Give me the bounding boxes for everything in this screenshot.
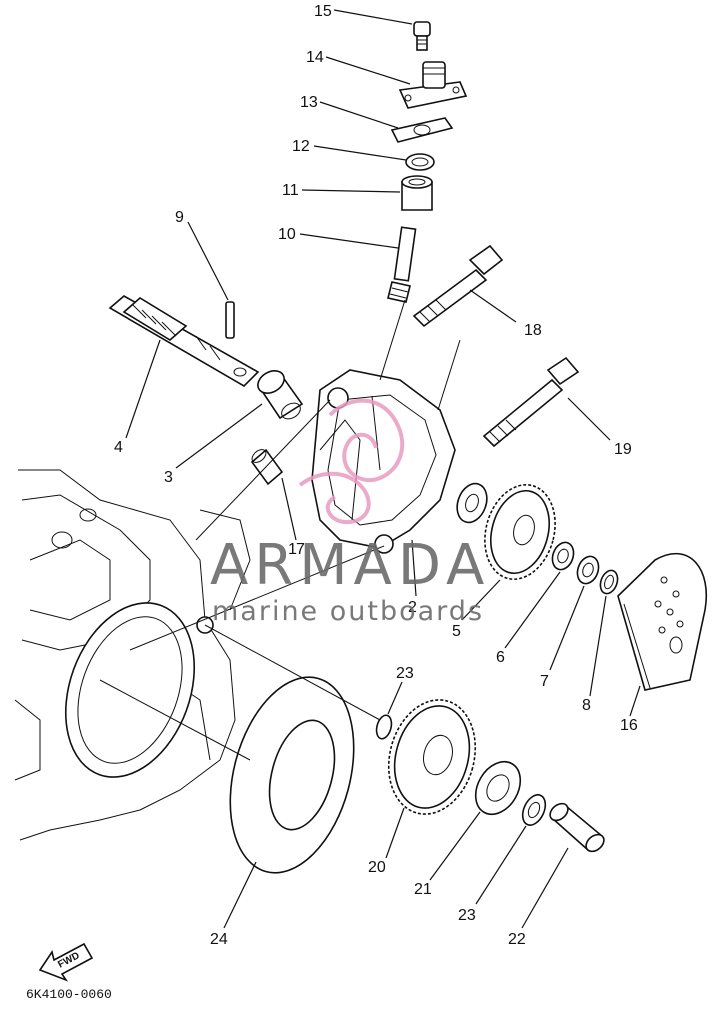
callout-12: 12 [292, 138, 310, 155]
watermark-logo [298, 398, 405, 525]
part-16-cover-plate [617, 553, 708, 691]
part-9-pin [225, 301, 235, 339]
watermark-brand: ARMADA [210, 533, 490, 598]
callout-3: 3 [164, 469, 173, 486]
watermark-tagline: marine outboards [212, 596, 484, 627]
callout-labels: 15 14 13 12 11 10 9 18 19 4 3 1 7 2 5 6 … [114, 3, 638, 948]
callout-6: 6 [496, 649, 505, 666]
callout-10: 10 [278, 226, 296, 243]
part-5-gear [484, 484, 556, 580]
part-22-collar [549, 802, 605, 853]
part-12-oil-seal [405, 153, 435, 171]
callout-4: 4 [114, 439, 123, 456]
part-8-circlip [599, 569, 619, 595]
part-14-flange [398, 61, 468, 109]
crankcase-outline [14, 469, 251, 841]
callout-15: 15 [314, 3, 332, 20]
callout-20: 20 [368, 859, 386, 876]
part-4-drive-shaft [108, 295, 260, 388]
callout-18: 18 [524, 322, 542, 339]
part-7-washer [576, 555, 600, 585]
part-19-bolt [482, 356, 580, 448]
callout-1: 1 [288, 541, 297, 558]
callout-11: 11 [282, 182, 299, 199]
callout-21: 21 [414, 881, 432, 898]
callout-24: 24 [210, 931, 228, 948]
callout-14: 14 [306, 49, 324, 66]
watermark-text: ARMADA marine outboards [210, 533, 490, 627]
diagram-code: 6K4100-0060 [26, 987, 112, 1002]
part-2-washer [456, 482, 488, 524]
callout-8: 8 [582, 697, 591, 714]
callout-23-upper: 23 [396, 665, 414, 682]
callout-2: 2 [408, 599, 417, 616]
callout-9: 9 [175, 209, 184, 226]
part-10-driven-shaft [387, 226, 417, 303]
callout-19: 19 [614, 441, 632, 458]
part-1-dowel [250, 448, 284, 486]
part-23-circlip-upper [375, 714, 393, 740]
crankcase-seal-ring [64, 602, 214, 778]
callout-7b: 7 [540, 673, 549, 690]
part-23-washer-lower [521, 794, 547, 826]
part-21-bearing [474, 760, 522, 816]
callout-5: 5 [452, 623, 461, 640]
callout-7a: 7 [296, 541, 305, 558]
pump-housing [311, 369, 456, 554]
part-24-large-seal [229, 676, 355, 874]
part-20-gear [387, 699, 477, 815]
callout-16: 16 [620, 717, 638, 734]
fwd-arrow-icon: FWD [38, 942, 94, 982]
part-11-bushing [401, 175, 433, 211]
part-13-gasket [390, 117, 454, 143]
leader-lines [125, 9, 641, 929]
assembly-guide-lines [99, 299, 461, 761]
part-6-washer [551, 541, 575, 571]
part-3-bushing [257, 370, 304, 420]
part-18-bolt [412, 244, 504, 328]
callout-13: 13 [300, 94, 318, 111]
callout-22: 22 [508, 931, 526, 948]
part-15-bolt [413, 21, 431, 51]
callout-23-lower: 23 [458, 907, 476, 924]
